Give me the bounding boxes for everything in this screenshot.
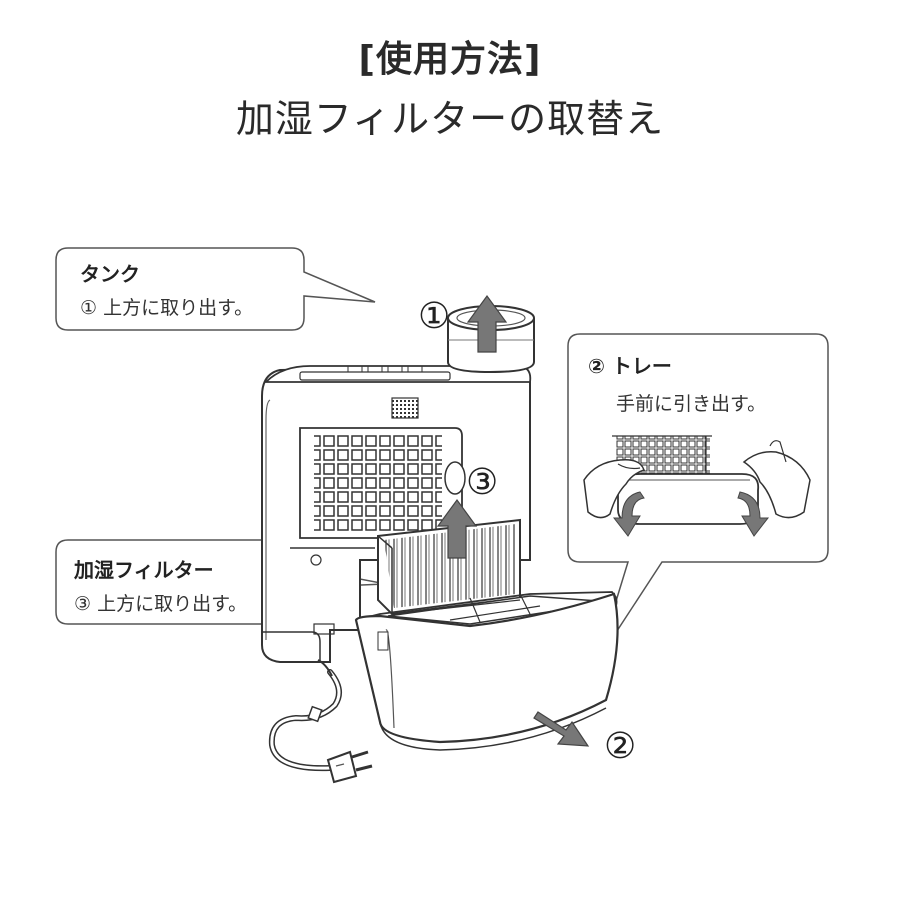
power-plug-icon bbox=[326, 750, 373, 784]
step-1-marker: ① bbox=[418, 296, 451, 337]
tray-inset-illustration bbox=[583, 435, 811, 537]
callout-tank bbox=[55, 247, 376, 331]
front-grill bbox=[314, 434, 442, 532]
callout-tray-text: ② トレー 手前に引き出す。 bbox=[588, 350, 766, 416]
down-right-arrow-icon bbox=[533, 711, 590, 747]
callout-tank-text: タンク ① 上方に取り出す。 bbox=[80, 258, 253, 320]
page-title: [使用方法] bbox=[358, 39, 542, 80]
water-tray bbox=[354, 591, 619, 751]
curved-arrow-icon bbox=[612, 491, 645, 537]
callout-tray-instruction: 手前に引き出す。 bbox=[616, 393, 767, 415]
up-arrow-icon bbox=[466, 294, 508, 353]
step-3-marker: ③ bbox=[466, 462, 499, 503]
page-subtitle: 加湿フィルターの取替え bbox=[235, 97, 665, 141]
callout-tank-heading: タンク bbox=[80, 262, 140, 286]
up-arrow-icon bbox=[436, 498, 478, 559]
control-buttons bbox=[347, 365, 423, 373]
callout-tray-heading: ② トレー bbox=[588, 354, 672, 378]
callout-filter-text: 加湿フィルター ③ 上方に取り出す。 bbox=[74, 554, 247, 616]
humidifier-body bbox=[261, 364, 532, 663]
callout-tank-instruction: ① 上方に取り出す。 bbox=[80, 297, 254, 319]
callout-filter-instruction: ③ 上方に取り出す。 bbox=[74, 593, 248, 615]
step-2-marker: ② bbox=[604, 726, 637, 767]
humidifier-filter bbox=[377, 518, 521, 616]
power-cord bbox=[268, 659, 373, 784]
callout-filter-heading: 加湿フィルター bbox=[74, 558, 214, 582]
curved-arrow-icon bbox=[737, 491, 770, 537]
vent-grill bbox=[391, 397, 419, 419]
